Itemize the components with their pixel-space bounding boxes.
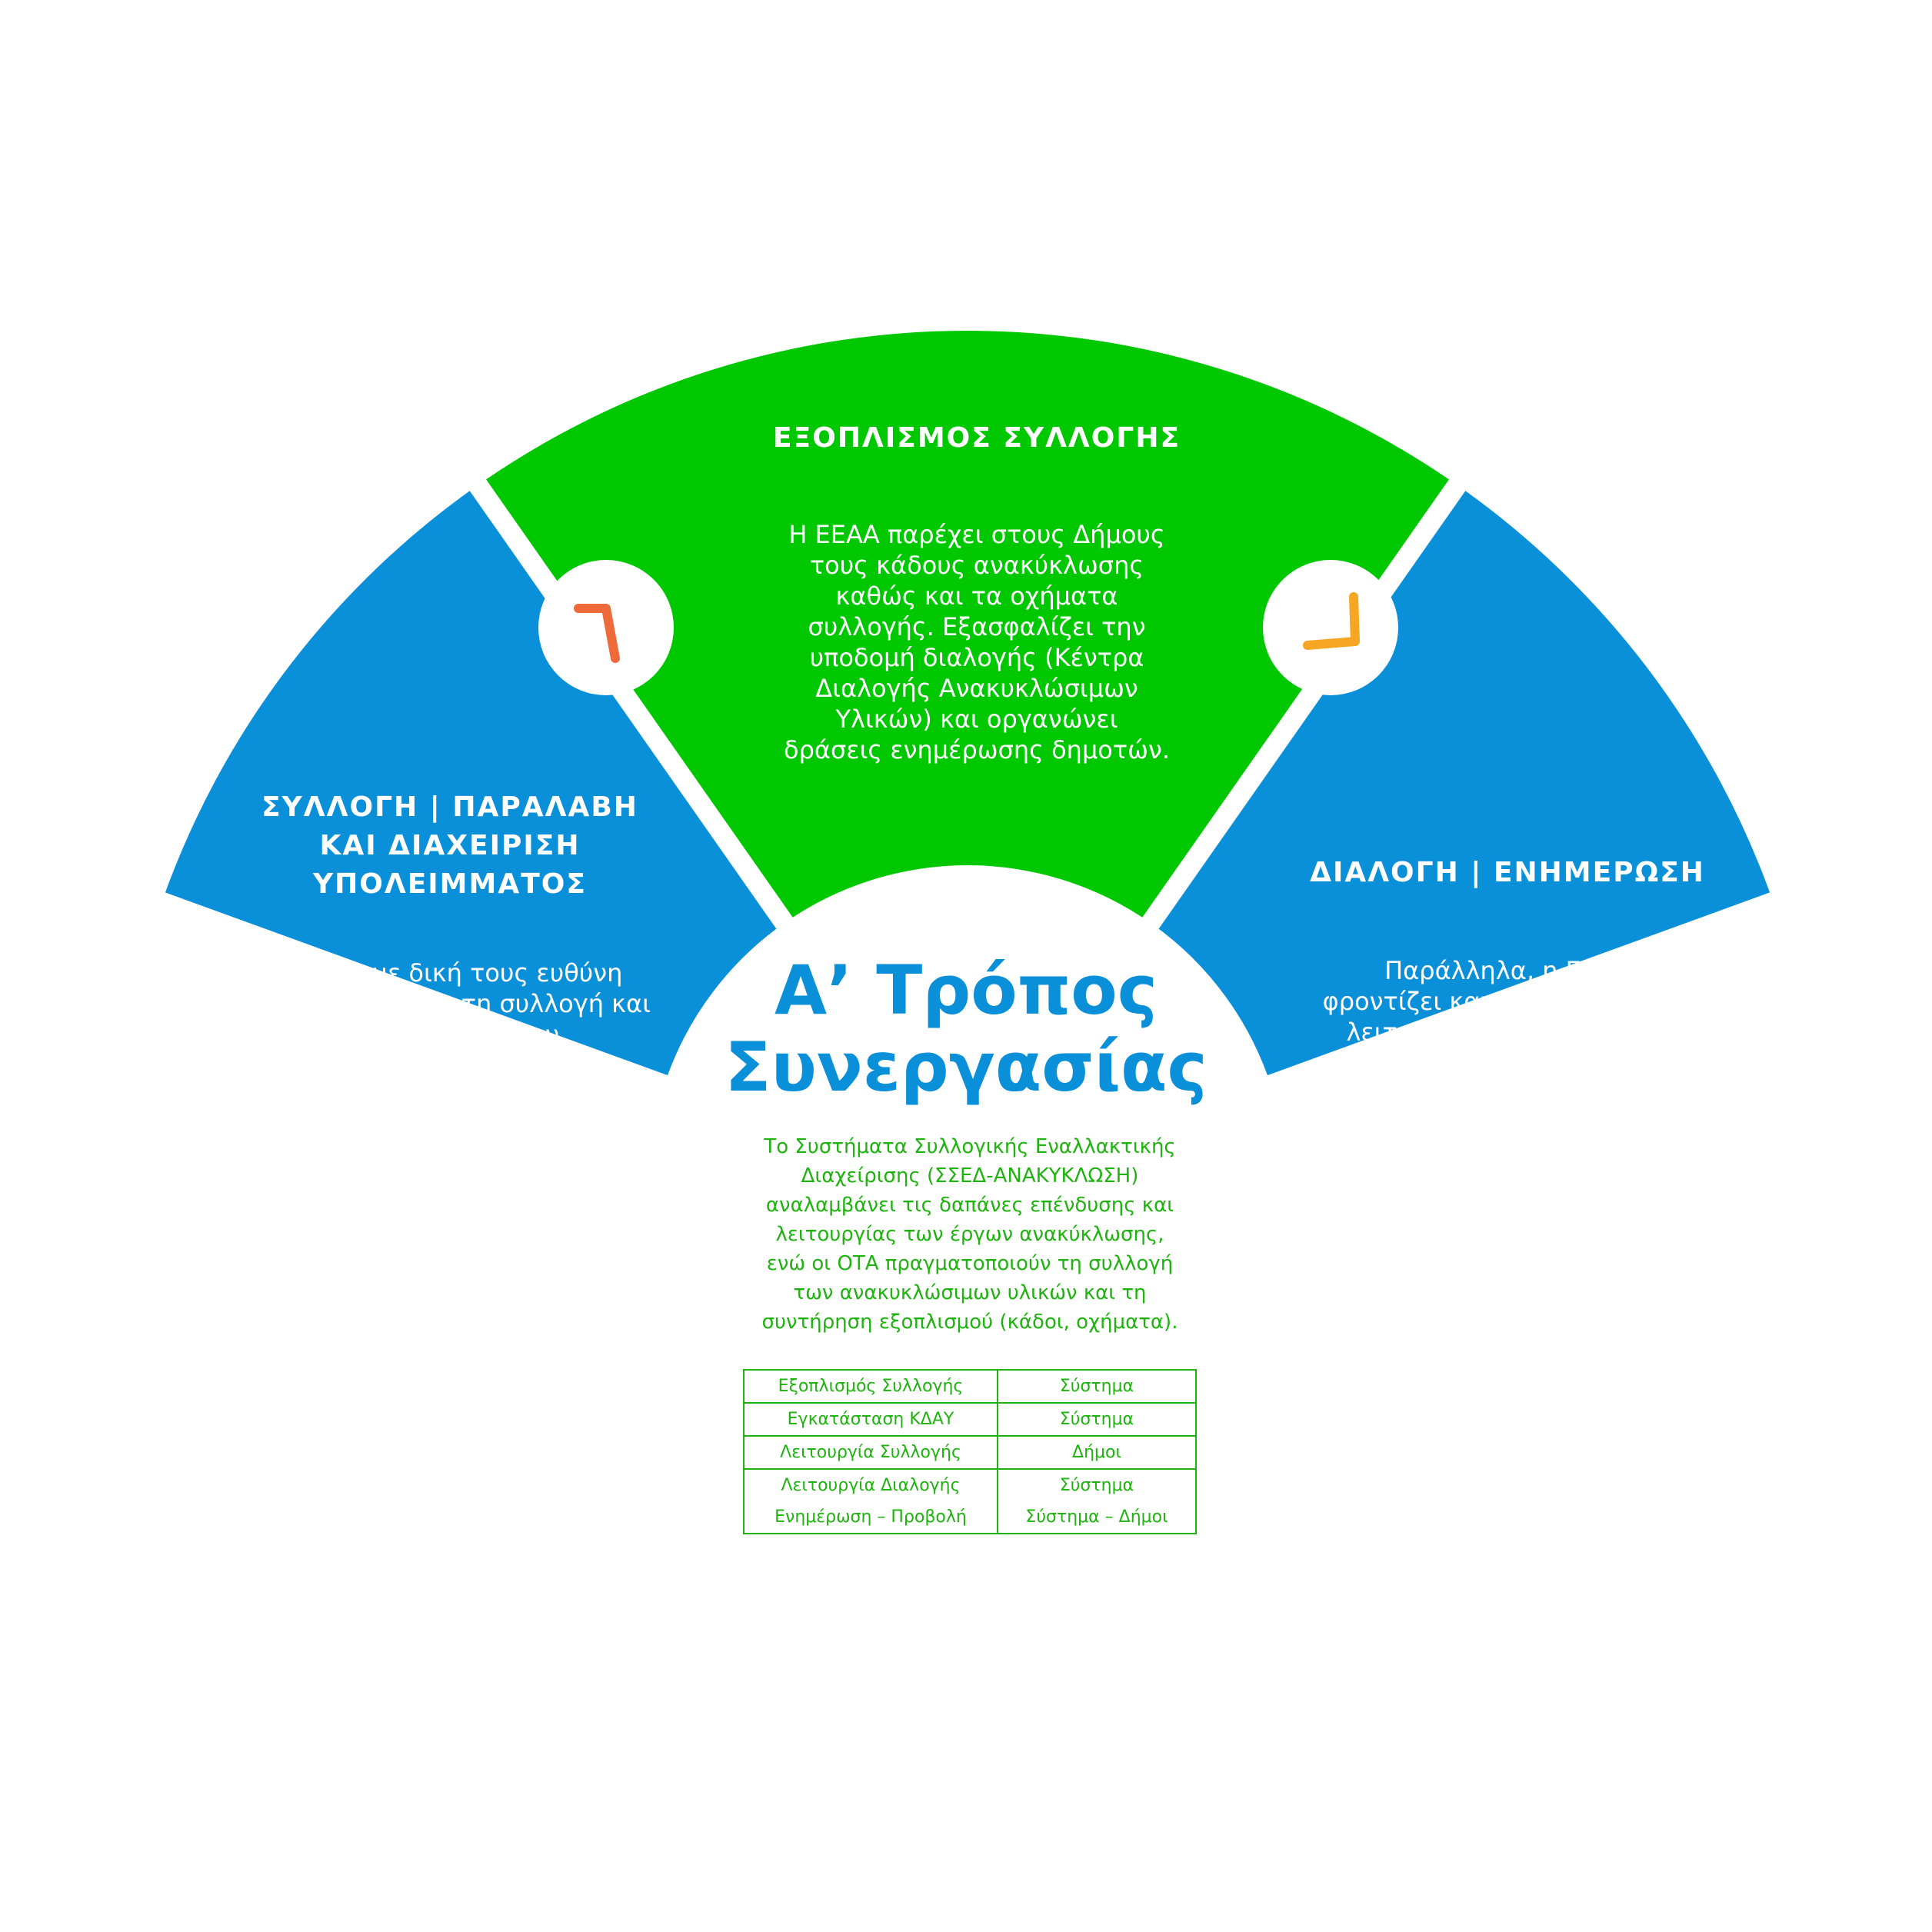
center-description-line: λειτουργίας των έργων ανακύκλωσης,	[775, 1223, 1164, 1246]
segment-top	[478, 330, 1457, 924]
segment-left-body-line: πραγματοποιούν τη συλλογή και	[249, 989, 651, 1018]
segment-top-body: Η ΕΕΑΑ παρέχει στους Δήμους τους κάδους …	[731, 519, 1223, 765]
table-cell-task: Λειτουργία Συλλογής	[743, 1436, 998, 1470]
center-description: Το Συστήματα Συλλογικής Εναλλακτικής Δια…	[744, 1132, 1195, 1337]
segment-left-body-line: παραλαβή και διαχείριση του	[268, 1143, 631, 1172]
segment-top-body-line: Υλικών) και οργανώνει	[835, 705, 1118, 734]
segment-top-body-line: τους κάδους ανακύκλωσης	[809, 551, 1144, 580]
segment-right-body-line: Διαλογής καθώς και για τις	[1335, 1048, 1680, 1078]
segment-top-body-line: δράσεις ενημέρωσης δημοτών.	[784, 735, 1170, 764]
table-cell-owner: Δήμοι	[997, 1436, 1197, 1470]
center-description-line: Το Συστήματα Συλλογικής Εναλλακτικής	[764, 1135, 1176, 1158]
segment-top-body-line: υποδομή διαλογής (Κέντρα	[809, 643, 1144, 672]
segment-left-title-line: ΥΠΟΛΕΙΜΜΑΤΟΣ	[313, 868, 587, 900]
segment-right-body-line: λειτουργίας των Κέντρων	[1346, 1018, 1669, 1047]
segment-left-body-line: τους αναλογεί.	[356, 1204, 544, 1234]
segment-left-title: ΣΥΛΛΟΓΗ | ΠΑΡΑΛΑΒΗ ΚΑΙ ΔΙΑΧΕΙΡΙΣΗ ΥΠΟΛΕΙ…	[231, 788, 669, 904]
table-row: Εξοπλισμός Συλλογής Σύστημα	[743, 1369, 1197, 1404]
table-row: Ενημέρωση – Προβολή Σύστημα – Δήμοι	[743, 1501, 1197, 1534]
segment-top-title: ΕΞΟΠΛΙΣΜΟΣ ΣΥΛΛΟΓΗΣ	[772, 422, 1181, 454]
segment-left-body-line: υλικών στα ΚΔΑΥ, καθώς και την	[271, 1081, 628, 1141]
segment-right-body-line: με τους ΟΤΑ.	[1426, 1171, 1589, 1201]
table-cell-owner: Σύστημα	[997, 1403, 1197, 1437]
segment-top-text: ΕΞΟΠΛΙΣΜΟΣ ΣΥΛΛΟΓΗΣ Η ΕΕΑΑ παρέχει στους…	[731, 419, 1223, 765]
chevron-right-chevron-icon-badge	[1263, 560, 1398, 695]
table-cell-task: Εγκατάσταση ΚΔΑΥ	[743, 1403, 998, 1437]
segment-right-body-line: φροντίζει και για τις δαπάνες	[1322, 987, 1693, 1016]
center-description-line: αναλαμβάνει τις δαπάνες επένδυσης και	[765, 1194, 1174, 1217]
segment-top-body-line: καθώς και τα οχήματα	[835, 581, 1118, 611]
segments-group	[165, 330, 1770, 1076]
table-cell-owner: Σύστημα	[997, 1469, 1197, 1501]
segment-left	[165, 485, 784, 1076]
table-cell-task: Λειτουργία Διαλογής	[743, 1469, 998, 1501]
segment-top-body-line: Διαλογής Ανακυκλώσιμων	[815, 674, 1138, 703]
center-description-line: Διαχείρισης (ΣΣΕΔ-ΑΝΑΚΥΚΛΩΣΗ)	[801, 1164, 1139, 1188]
center-title-line: Α’ Τρόπος	[774, 951, 1158, 1030]
responsibility-table: Εξοπλισμός Συλλογής Σύστημα Εγκατάσταση …	[743, 1369, 1197, 1534]
segment-top-body-line: Η ΕΕΑΑ παρέχει στους Δήμους	[788, 520, 1165, 549]
segment-left-body: Οι ΟΤΑ με δική τους ευθύνη πραγματοποιού…	[231, 958, 669, 1234]
segment-left-title-line: ΚΑΙ ΔΙΑΧΕΙΡΙΣΗ	[319, 830, 581, 861]
center-description-line: των ανακυκλώσιμων υλικών και τη	[793, 1281, 1147, 1304]
center-description-line: συντήρηση εξοπλισμού (κάδοι, οχήματα).	[761, 1311, 1178, 1334]
segment-top-body-line: συλλογής. Εξασφαλίζει την	[808, 612, 1146, 641]
segment-right-text: ΔΙΑΛΟΓΗ | ΕΝΗΜΕΡΩΣΗ Παράλληλα, η ΕΕΑΑ φρ…	[1292, 854, 1723, 1201]
icons-group	[538, 560, 1398, 695]
table-cell-task: Εξοπλισμός Συλλογής	[743, 1369, 998, 1404]
segment-right-body-line: επιχειρήσεις, σε συνεργασία	[1331, 1141, 1684, 1170]
segment-divider	[1133, 466, 1474, 941]
segment-divider	[461, 466, 802, 941]
segment-right-body: Παράλληλα, η ΕΕΑΑ φροντίζει και για τις …	[1292, 955, 1723, 1201]
chevron-right-chevron-icon	[1303, 592, 1360, 650]
segment-left-body-line: τη μεταφορά των ανακυκλώσιμων	[341, 1020, 559, 1080]
segment-left-title-line: ΣΥΛΛΟΓΗ | ΠΑΡΑΛΑΒΗ	[261, 791, 638, 823]
table-row: Λειτουργία Διαλογής Σύστημα	[743, 1469, 1197, 1501]
table-row: Λειτουργία Συλλογής Δήμοι	[743, 1436, 1197, 1470]
segment-right	[1151, 485, 1770, 1076]
table-cell-owner: Σύστημα – Δήμοι	[997, 1501, 1197, 1534]
segment-right-title: ΔΙΑΛΟΓΗ | ΕΝΗΜΕΡΩΣΗ	[1310, 857, 1705, 888]
table-cell-owner: Σύστημα	[997, 1369, 1197, 1404]
center-title: Α’ Τρόπος Συνεργασίας	[697, 952, 1235, 1106]
segment-right-body-line: ενημερωτικές δράσεις προς	[1334, 1079, 1681, 1108]
segment-left-body-line: Οι ΟΤΑ με δική τους ευθύνη	[277, 958, 623, 988]
table-row: Εγκατάσταση ΚΔΑΥ Σύστημα	[743, 1403, 1197, 1437]
table-cell-task: Ενημέρωση – Προβολή	[743, 1501, 998, 1534]
segment-right-body-line: Παράλληλα, η ΕΕΑΑ	[1384, 956, 1631, 985]
chevron-left-chevron-icon	[574, 604, 620, 663]
center-title-line: Συνεργασίας	[724, 1028, 1208, 1107]
segment-left-body-line: υπολείμματος της διαλογής που	[250, 1174, 650, 1203]
segment-right-body-line: τους πολίτες και τις	[1380, 1110, 1635, 1139]
center-description-line: ενώ οι ΟΤΑ πραγματοποιούν τη συλλογή	[766, 1252, 1174, 1275]
segment-left-text: ΣΥΛΛΟΓΗ | ΠΑΡΑΛΑΒΗ ΚΑΙ ΔΙΑΧΕΙΡΙΣΗ ΥΠΟΛΕΙ…	[231, 788, 669, 1234]
